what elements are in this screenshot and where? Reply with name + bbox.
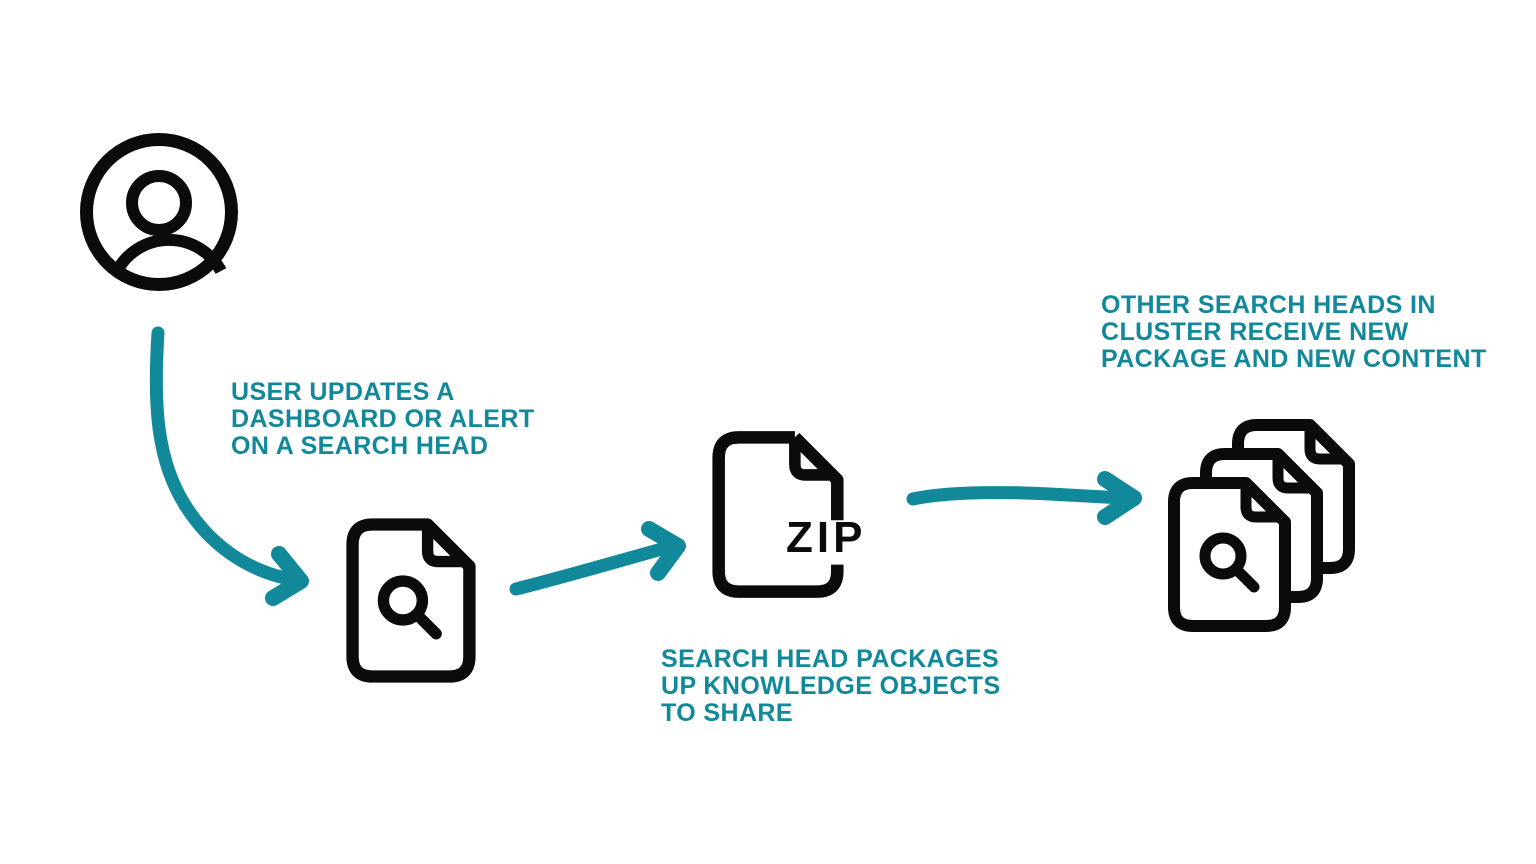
arrow-user-to-document [149, 326, 309, 606]
caption-other-search-heads: OTHER SEARCH HEADS IN CLUSTER RECEIVE NE… [1101, 291, 1487, 373]
caption-search-head-packages: SEARCH HEAD PACKAGES UP KNOWLEDGE OBJECT… [661, 645, 1001, 727]
magnifier-icon [1199, 532, 1260, 593]
zip-label: ZIP [786, 513, 867, 562]
search-document-icon [346, 518, 476, 683]
stack-document-front [1168, 477, 1291, 632]
magnifier-icon [377, 575, 442, 640]
search-document-stack-icon [1168, 419, 1355, 632]
user-icon [80, 133, 238, 291]
arrow-zip-to-cluster [906, 471, 1142, 525]
arrow-document-to-zip [509, 521, 686, 596]
zip-file-icon [712, 431, 844, 598]
caption-user-updates: USER UPDATES A DASHBOARD OR ALERT ON A S… [231, 378, 535, 460]
